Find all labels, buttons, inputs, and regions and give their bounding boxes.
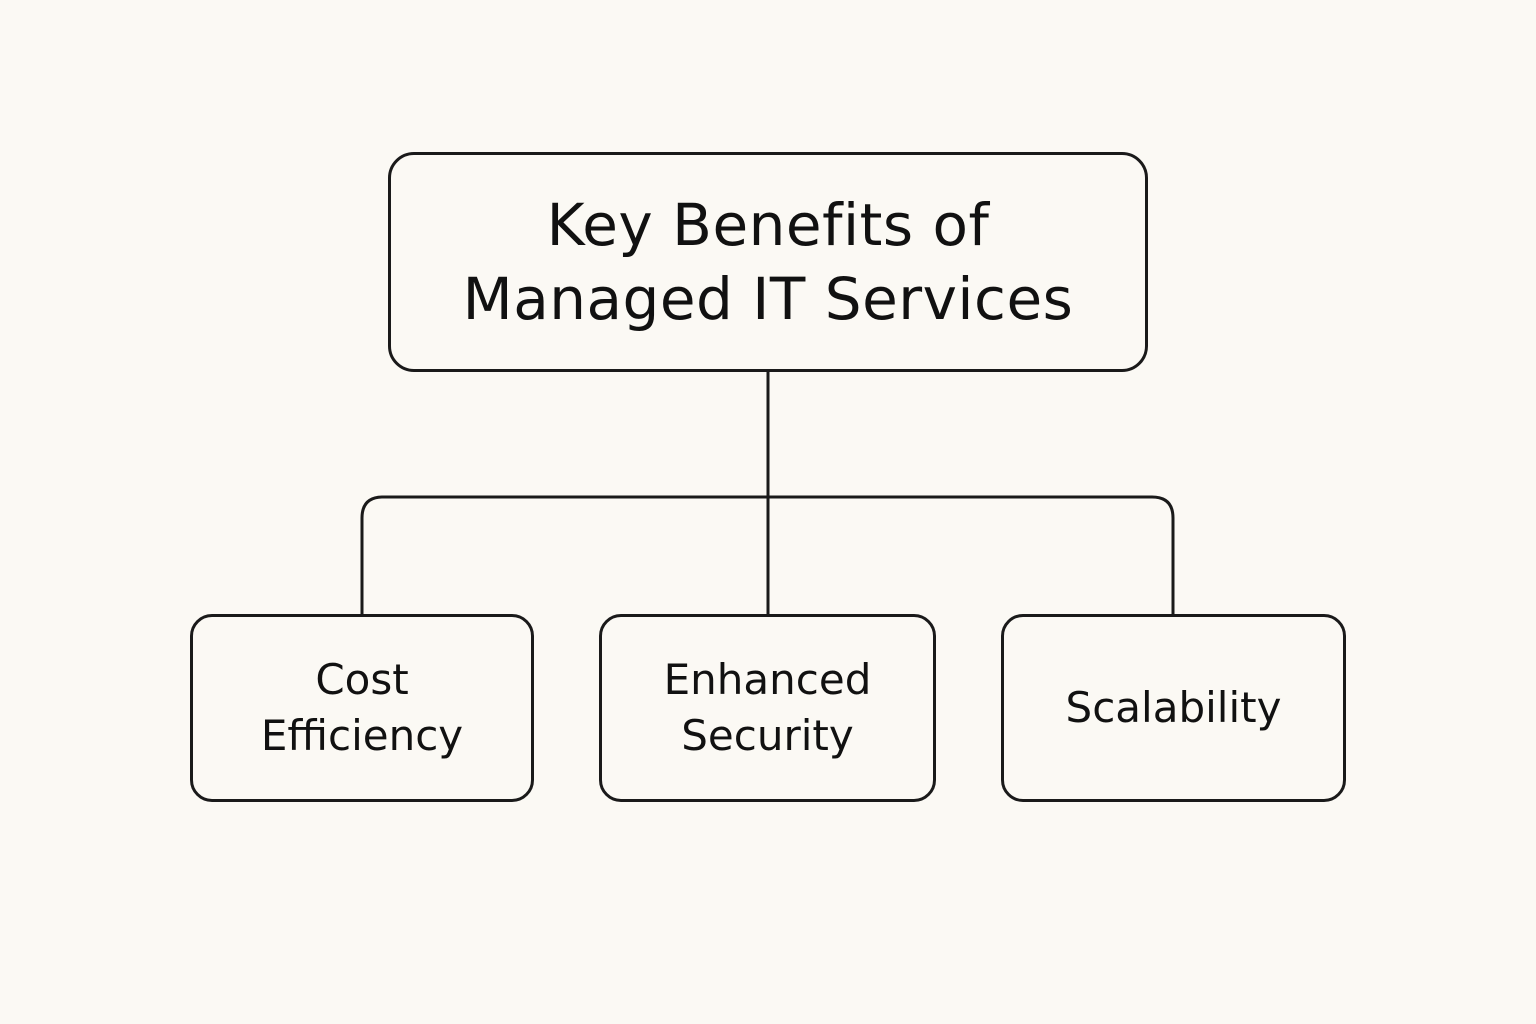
child-node-enhanced-security: Enhanced Security [599, 614, 936, 802]
connector-branch-left [360, 495, 768, 614]
child-node-label: Scalability [1065, 683, 1282, 732]
connector-branch-right [768, 495, 1175, 614]
child-node-scalability: Scalability [1001, 614, 1346, 802]
child-node-label: Cost Efficiency [260, 655, 464, 760]
root-node: Key Benefits of Managed IT Services [388, 152, 1148, 372]
child-node-label: Enhanced Security [663, 655, 872, 760]
root-node-label: Key Benefits of Managed IT Services [462, 191, 1074, 333]
child-node-cost-efficiency: Cost Efficiency [190, 614, 534, 802]
